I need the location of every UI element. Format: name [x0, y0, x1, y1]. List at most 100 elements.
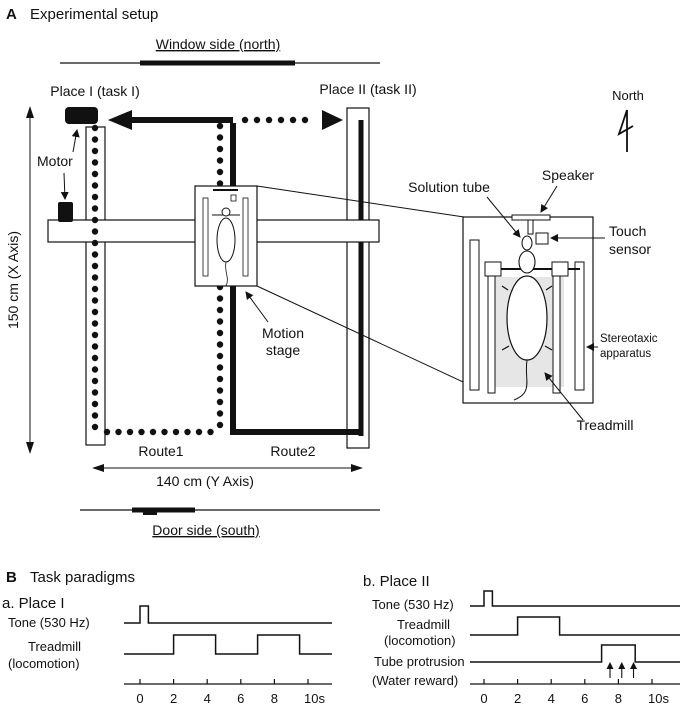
route1-dot [216, 375, 224, 383]
arrowhead-left-icon [108, 110, 132, 130]
time-axis-tick-label: 6 [581, 691, 588, 706]
route2-label: Route2 [270, 443, 315, 459]
place2-treadmill-label-2: (locomotion) [384, 633, 456, 648]
rat-tail [513, 359, 528, 401]
touch-sensor-label-1: Touch [609, 223, 646, 239]
route1-dot [216, 295, 224, 302]
panel-b-letter: B [6, 569, 17, 586]
route1-dot [91, 412, 99, 419]
rat-head [518, 250, 536, 274]
place2-treadmill-trace [470, 616, 680, 636]
route1-dot [172, 428, 180, 436]
north-label: North [612, 88, 644, 103]
route1-dot [216, 168, 224, 176]
route1-dot [216, 145, 224, 153]
route1-dot [91, 331, 99, 339]
route1-dot [216, 398, 224, 406]
motion-stage [194, 185, 258, 287]
place1-treadmill-label-2: (locomotion) [8, 656, 80, 671]
route1-dot [91, 308, 99, 316]
route1-dot [265, 116, 273, 124]
route1-dot [301, 116, 309, 124]
route1-dot [138, 428, 145, 436]
place2-rail [346, 107, 370, 449]
small-rat-icon [216, 217, 236, 263]
north-arrow-icon [617, 109, 634, 152]
route1-dot [91, 182, 99, 189]
route1-dot [91, 377, 99, 385]
time-axis-tick-label: 2 [170, 691, 177, 706]
motor-top-icon [65, 107, 98, 124]
route1-dot [103, 428, 111, 436]
route1-dot [91, 297, 99, 304]
route1-dot [91, 285, 99, 293]
route1-dot [91, 400, 99, 408]
route1-dot [241, 116, 249, 124]
route1-dot [216, 180, 224, 187]
place2-title: b. Place II [363, 573, 430, 590]
window-side: Window side (north) [60, 36, 380, 66]
route1-dot [207, 428, 214, 436]
rat-icon [506, 275, 548, 361]
place2-treadmill-label-1: Treadmill [397, 617, 450, 632]
time-axis-tick-label: 8 [615, 691, 622, 706]
route1-dot [216, 352, 224, 360]
motor-label: Motor [37, 153, 73, 169]
time-axis-tick-label: 8 [271, 691, 278, 706]
place2-tube-trace [470, 644, 680, 663]
route1-dot [91, 124, 99, 132]
time-axis-tick-label: 4 [204, 691, 211, 706]
route1-dot [91, 320, 99, 327]
route1-dot [216, 134, 224, 141]
touch-sensor-icon [535, 232, 549, 245]
motion-stage-label-1: Motion [262, 325, 304, 341]
north-indicator: North [612, 88, 644, 152]
route1-dot [277, 116, 285, 124]
route1-dot [91, 228, 99, 235]
route1-dot [91, 251, 99, 258]
touch-sensor-label-2: sensor [609, 241, 651, 257]
y-axis-label: 140 cm (Y Axis) [156, 473, 254, 489]
place2-tube-label-2: (Water reward) [372, 673, 458, 688]
place1-tone-trace [124, 605, 332, 624]
place1-treadmill-trace [124, 634, 332, 655]
route1-dot [91, 262, 99, 270]
reward-arrowhead-icon [630, 662, 638, 669]
place2-reward-arrows [606, 662, 638, 678]
speaker-label: Speaker [542, 167, 594, 183]
place1-title: a. Place I [2, 595, 65, 612]
stereotaxic-label-2: apparatus [600, 348, 651, 360]
route1-dot [115, 428, 122, 436]
place2-tone-trace [470, 590, 680, 607]
reward-arrowhead-icon [606, 662, 614, 669]
route1-dot [216, 364, 224, 371]
route1-dot [91, 239, 99, 247]
route1-dot [91, 193, 99, 201]
time-axis-tick-label: 2 [514, 691, 521, 706]
route1-label: Route1 [138, 443, 183, 459]
door-side-label: Door side (south) [152, 522, 259, 538]
route1-dot [149, 428, 157, 436]
route1-dot [216, 318, 224, 325]
place2-label: Place II (task II) [319, 81, 416, 97]
route1-dot [91, 147, 99, 155]
route1-dot [91, 274, 99, 281]
route1-dot [91, 216, 99, 224]
route1-dot [91, 366, 99, 373]
time-axis-tick-label: 0 [136, 691, 143, 706]
reward-arrowhead-icon [618, 662, 626, 669]
panel-a-letter: A [6, 6, 17, 23]
place1-label: Place I (task I) [50, 83, 139, 99]
motion-stage-label-2: stage [266, 342, 300, 358]
time-axis-tick-label: 10s [304, 691, 325, 706]
door-side: Door side (south) [80, 507, 380, 538]
route1-dot [91, 423, 99, 431]
route1-dot [91, 343, 99, 350]
route1-dot [161, 428, 168, 436]
route1-dot [216, 329, 224, 337]
window-side-label: Window side (north) [156, 36, 281, 52]
speaker-icon [511, 214, 551, 221]
route1-dot [289, 116, 297, 124]
